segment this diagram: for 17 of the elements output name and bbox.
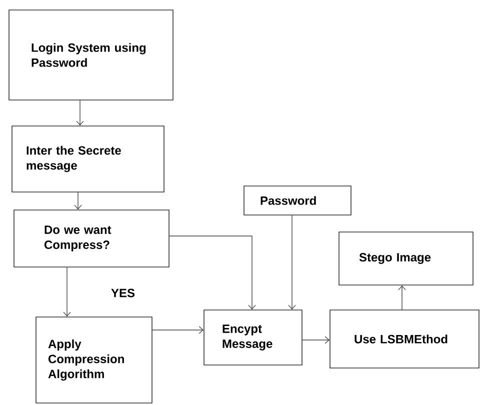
edge-label: YES	[110, 288, 136, 298]
arrow	[63, 267, 71, 317]
process-box: Stego Image	[338, 232, 474, 286]
process-box: Password	[244, 186, 352, 216]
arrow	[76, 100, 84, 126]
process-box: Apply Compression Algorithm	[36, 316, 152, 404]
arrow	[74, 192, 82, 210]
process-box: Inter the Secrete message	[12, 126, 164, 192]
process-box: Login System using Password	[8, 10, 174, 100]
arrow	[169, 236, 256, 310]
process-box: Do we want Compress?	[14, 210, 170, 268]
arrow	[302, 336, 330, 344]
arrow	[152, 326, 204, 334]
arrow	[398, 285, 406, 310]
arrow	[288, 215, 296, 310]
process-box: Encypt Message	[204, 310, 302, 366]
process-box: Use LSBMEthod	[330, 310, 480, 368]
